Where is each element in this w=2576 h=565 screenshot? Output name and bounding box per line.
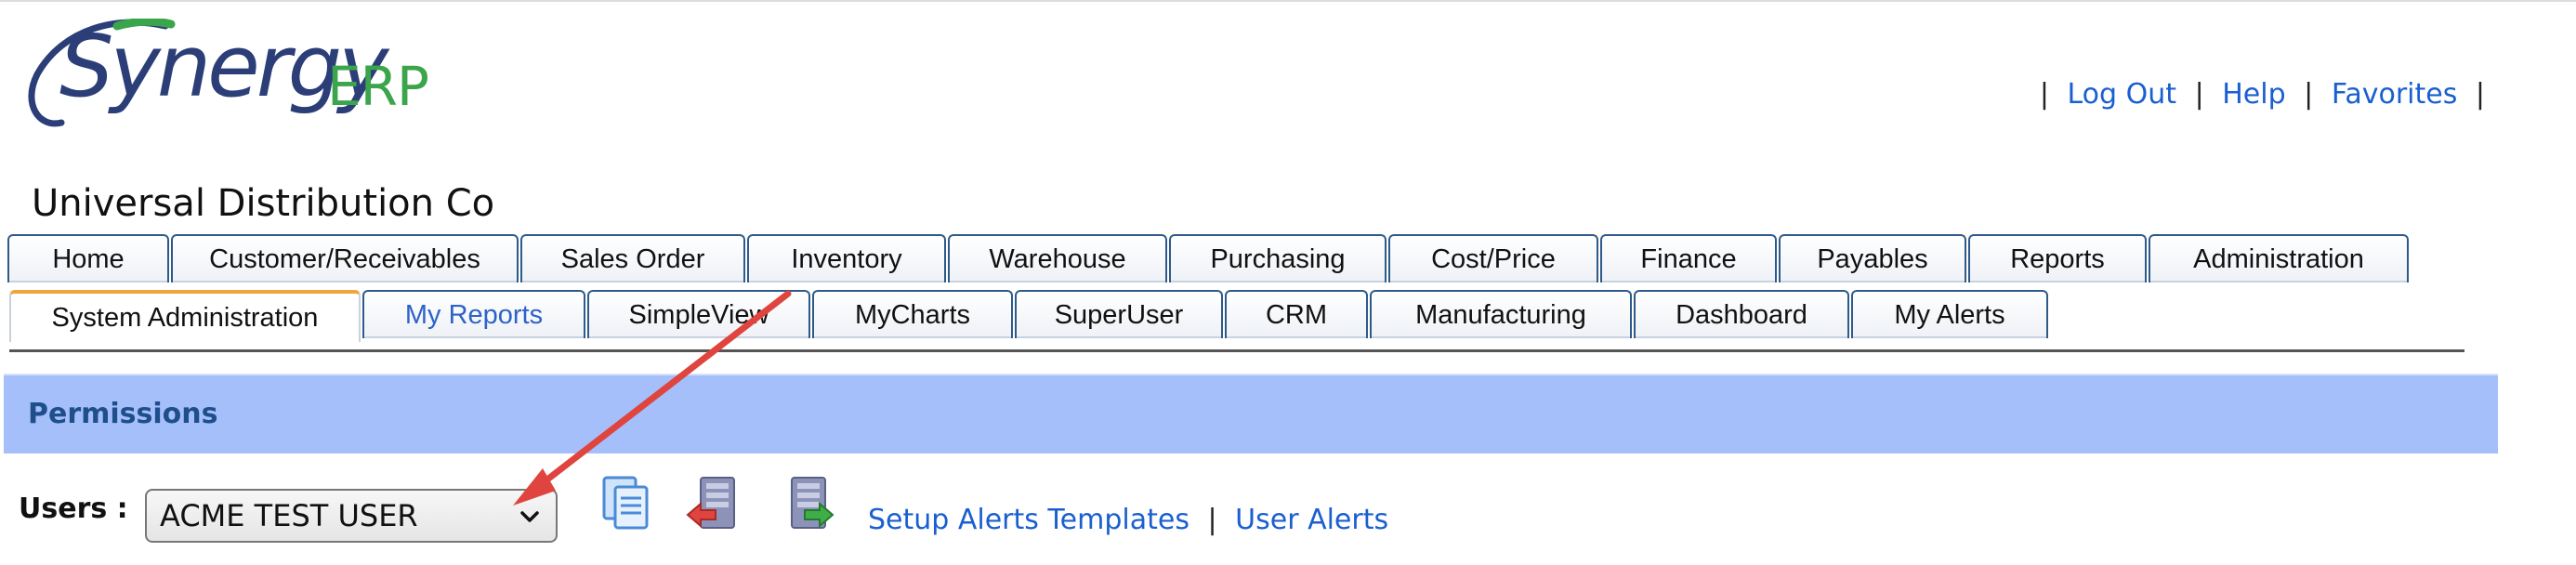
help-link[interactable]: Help <box>2222 78 2286 111</box>
favorites-link[interactable]: Favorites <box>2331 78 2458 111</box>
tab-simpleview[interactable]: SimpleView <box>587 290 810 338</box>
users-label: Users : <box>19 493 128 525</box>
permissions-header-bar: Permissions <box>4 374 2498 453</box>
setup-alerts-templates-link[interactable]: Setup Alerts Templates <box>868 504 1189 536</box>
tab-reports[interactable]: Reports <box>1968 234 2147 282</box>
tab-my-reports[interactable]: My Reports <box>362 290 585 338</box>
export-permissions-icon[interactable] <box>684 474 742 533</box>
header-links: | Log Out | Help | Favorites | <box>2031 78 2494 111</box>
link-separator: | <box>2475 78 2485 111</box>
copy-permissions-icon[interactable] <box>598 474 656 533</box>
tab-mycharts[interactable]: MyCharts <box>812 290 1013 338</box>
tab-warehouse[interactable]: Warehouse <box>948 234 1167 282</box>
tab-payables[interactable]: Payables <box>1779 234 1966 282</box>
section-title: Permissions <box>28 398 218 430</box>
tab-cost-price[interactable]: Cost/Price <box>1388 234 1598 282</box>
synergy-erp-logo: Synergy ERP <box>17 17 429 139</box>
tab-purchasing[interactable]: Purchasing <box>1169 234 1387 282</box>
company-name: Universal Distribution Co <box>32 182 495 225</box>
import-permissions-icon[interactable] <box>779 474 836 533</box>
link-separator: | <box>2039 78 2049 111</box>
tab-sales-order[interactable]: Sales Order <box>520 234 745 282</box>
main-module-tabs: Home Customer/Receivables Sales Order In… <box>7 234 2411 282</box>
tab-manufacturing[interactable]: Manufacturing <box>1370 290 1632 338</box>
link-separator: | <box>2194 78 2204 111</box>
tab-system-administration[interactable]: System Administration <box>9 290 361 342</box>
logo-wordmark: Synergy <box>59 17 388 116</box>
tab-home[interactable]: Home <box>7 234 169 282</box>
tab-crm[interactable]: CRM <box>1225 290 1368 338</box>
link-separator: | <box>1207 504 1217 536</box>
chevron-down-icon <box>520 511 539 522</box>
tab-inventory[interactable]: Inventory <box>747 234 946 282</box>
logo-swoosh-icon <box>28 19 176 127</box>
tab-dashboard[interactable]: Dashboard <box>1634 290 1849 338</box>
tab-my-alerts[interactable]: My Alerts <box>1851 290 2048 338</box>
tab-administration[interactable]: Administration <box>2149 234 2409 282</box>
sub-module-tabs: System Administration My Reports SimpleV… <box>9 290 2050 342</box>
tab-finance[interactable]: Finance <box>1600 234 1777 282</box>
logout-link[interactable]: Log Out <box>2067 78 2177 111</box>
logo-erp-suffix: ERP <box>327 55 429 118</box>
tab-superuser[interactable]: SuperUser <box>1015 290 1223 338</box>
tab-customer-receivables[interactable]: Customer/Receivables <box>171 234 519 282</box>
users-select-value: ACME TEST USER <box>160 498 418 533</box>
top-border <box>0 0 2576 2</box>
alert-links: Setup Alerts Templates | User Alerts <box>868 504 1388 536</box>
users-select[interactable]: ACME TEST USER <box>145 489 558 543</box>
tabs-divider <box>9 349 2464 352</box>
link-separator: | <box>2304 78 2314 111</box>
user-alerts-link[interactable]: User Alerts <box>1235 504 1389 536</box>
